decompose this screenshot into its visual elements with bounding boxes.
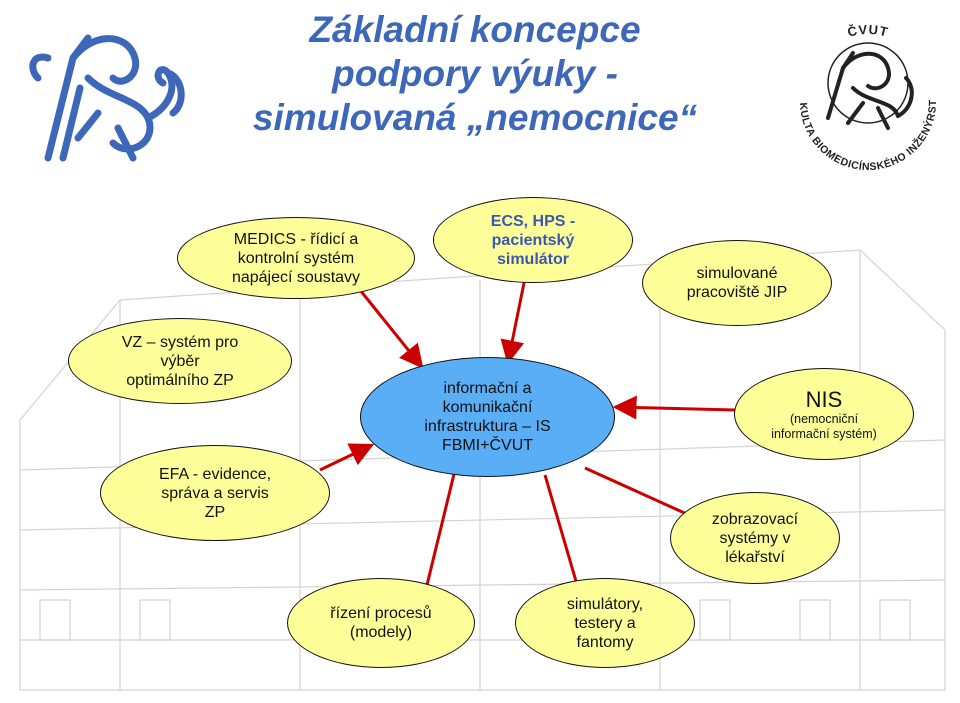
arrow-efa-to-center [319,443,375,472]
node-ecs-hps: ECS, HPS - pacientský simulátor [433,197,633,283]
line-center-to-zobr [584,466,701,522]
node-vz: VZ – systém pro výběr optimálního ZP [68,318,292,404]
node-jip: simulované pracoviště JIP [642,240,832,326]
fbmi-seal-logo: ČVUT FAKULTA BIOMEDICÍNSKÉHO INŽENÝRSTVÍ [782,6,939,173]
slide-title: Základní koncepce podpory výuky - simulo… [195,8,755,140]
line-center-to-rizeni [425,469,457,586]
lion-logo [29,34,185,162]
title-line-2: podpory výuky - [332,53,618,94]
line-center-to-simul [543,474,580,589]
node-center-infrastructure: informační a komunikační infrastruktura … [360,357,615,477]
arrow-nis-to-center [612,395,736,420]
arrow-medics-to-center [358,289,424,369]
node-efa: EFA - evidence, správa a servis ZP [100,445,330,541]
node-medics: MEDICS - řídicí a kontrolní systém napáj… [177,217,415,299]
node-zobrazovaci: zobrazovací systémy v lékařství [670,492,840,584]
arrow-ecs-to-center [500,277,527,365]
node-nis: NIS (nemocniční informační systém) [734,368,914,460]
svg-text:ČVUT: ČVUT [846,22,890,40]
title-line-3: simulovaná „nemocnice“ [252,97,698,138]
title-line-1: Základní koncepce [309,9,641,50]
node-rizeni-procesu: řízení procesů (modely) [287,578,475,668]
node-simulatory: simulátory, testery a fantomy [515,578,695,668]
